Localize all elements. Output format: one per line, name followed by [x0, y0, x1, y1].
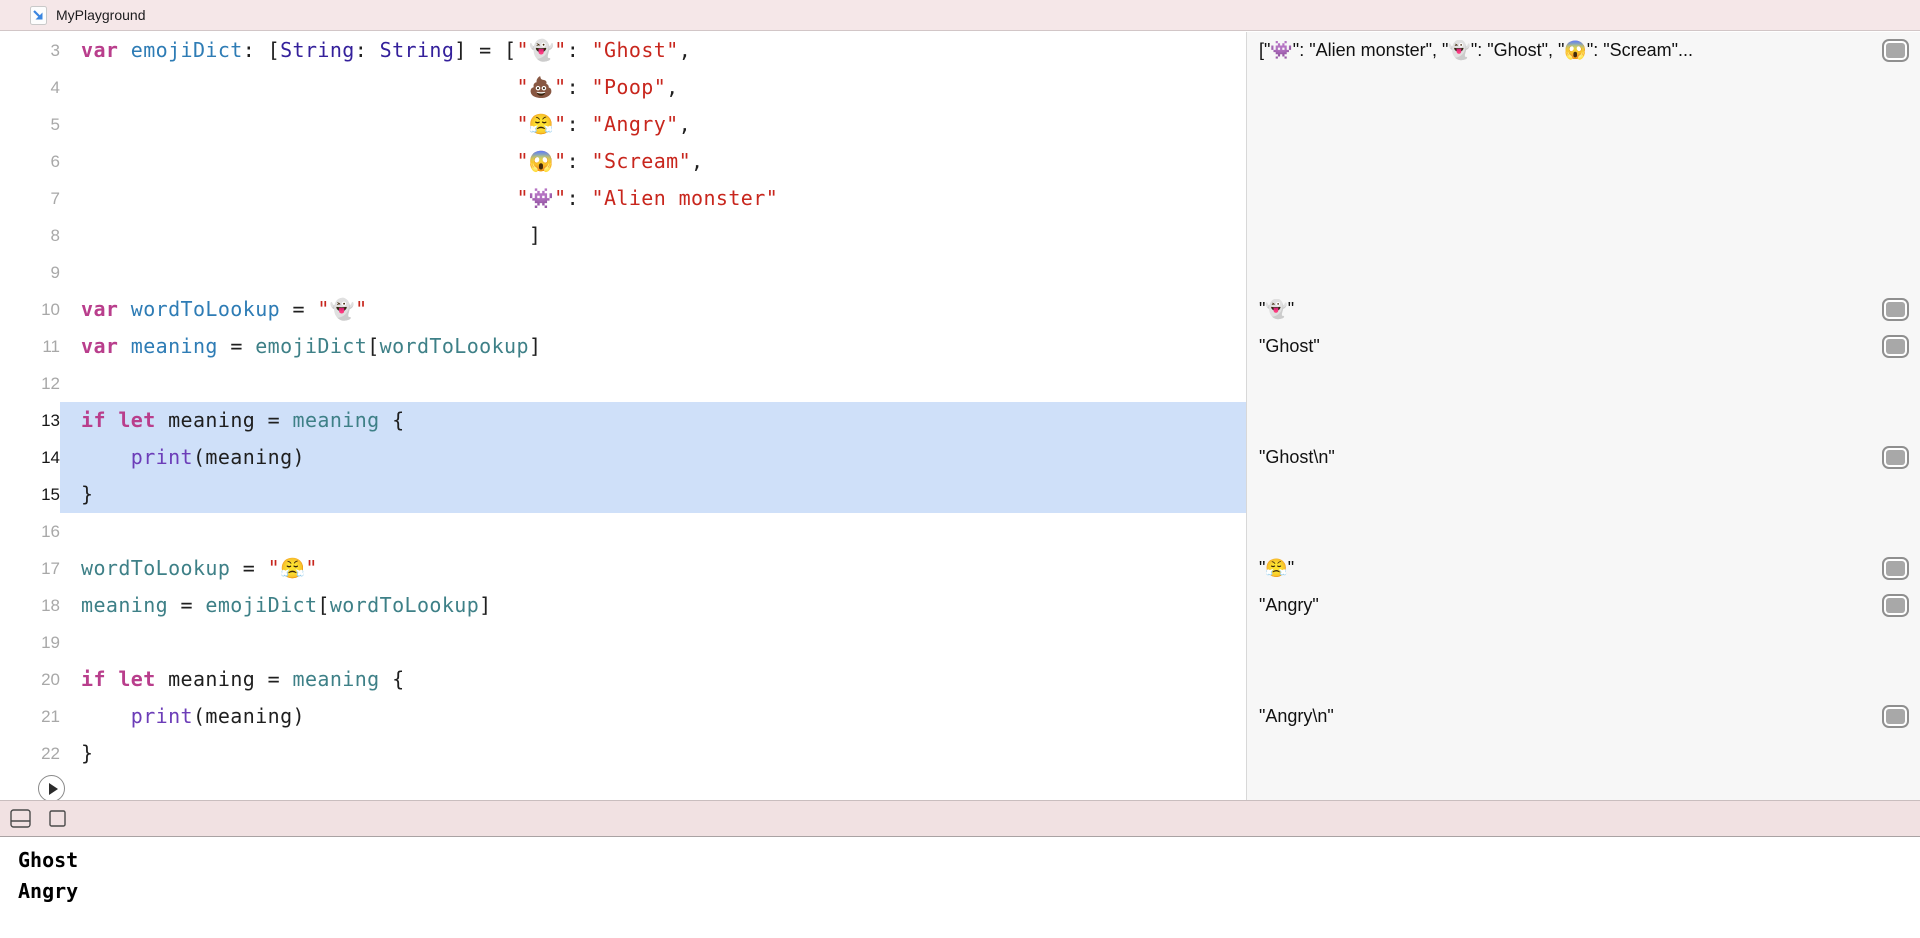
- line-number: 20: [41, 670, 60, 689]
- code-text: var meaning = emojiDict[wordToLookup]: [81, 334, 542, 358]
- code-text: "💩": "Poop",: [516, 75, 679, 99]
- workspace: 3 var emojiDict: [String: String] = ["👻":…: [0, 32, 1920, 800]
- code-text: ]: [81, 223, 542, 247]
- result-value: ["👾": "Alien monster", "👻": "Ghost", "😱"…: [1259, 40, 1694, 60]
- result-row-line-21: "Angry\n": [1247, 698, 1920, 735]
- code-line-19[interactable]: 19: [0, 624, 1246, 661]
- show-result-button[interactable]: [1882, 705, 1909, 728]
- code-text: var wordToLookup = "👻": [81, 297, 368, 321]
- result-value: "Ghost": [1259, 336, 1320, 356]
- playground-file-icon: [30, 5, 47, 25]
- code-line-4[interactable]: 4 "💩": "Poop",: [0, 69, 1246, 106]
- code-line-5[interactable]: 5 "😤": "Angry",: [0, 106, 1246, 143]
- result-row-line-11: "Ghost": [1247, 328, 1920, 365]
- line-number: 21: [41, 707, 60, 726]
- result-value: "👻": [1259, 299, 1295, 319]
- code-text: [60, 624, 1246, 661]
- code-text: meaning = emojiDict[wordToLookup]: [81, 593, 492, 617]
- line-number: 18: [41, 596, 60, 615]
- code-line-6[interactable]: 6 "😱": "Scream",: [0, 143, 1246, 180]
- console-pane-icon[interactable]: [49, 810, 66, 827]
- result-value: "Ghost\n": [1259, 447, 1335, 467]
- console-line: Angry: [18, 879, 79, 903]
- code-text: [60, 365, 1246, 402]
- line-number: 6: [50, 152, 60, 171]
- code-text: [60, 254, 1246, 291]
- code-line-10[interactable]: 10 var wordToLookup = "👻": [0, 291, 1246, 328]
- result-row-line-18: "Angry": [1247, 587, 1920, 624]
- toggle-debug-area-icon[interactable]: [10, 809, 31, 828]
- code-line-18[interactable]: 18 meaning = emojiDict[wordToLookup]: [0, 587, 1246, 624]
- line-number: 17: [41, 559, 60, 578]
- code-text: }: [81, 741, 94, 765]
- code-text: "😤": "Angry",: [516, 112, 692, 136]
- code-text: if let meaning = meaning {: [60, 402, 1246, 439]
- show-result-button[interactable]: [1882, 594, 1909, 617]
- playground-title: MyPlayground: [56, 7, 146, 23]
- show-result-button[interactable]: [1882, 39, 1909, 62]
- code-line-12[interactable]: 12: [0, 365, 1246, 402]
- code-line-11[interactable]: 11 var meaning = emojiDict[wordToLookup]: [0, 328, 1246, 365]
- line-number: 13: [41, 411, 60, 430]
- code-text: var emojiDict: [String: String] = ["👻": …: [81, 38, 692, 62]
- code-text: }: [60, 476, 1246, 513]
- jump-bar: MyPlayground: [0, 0, 1920, 31]
- line-number: 4: [50, 78, 60, 97]
- result-row-line-14: "Ghost\n": [1247, 439, 1920, 476]
- code-line-14[interactable]: 14 print(meaning): [0, 439, 1246, 476]
- code-text: if let meaning = meaning {: [81, 667, 405, 691]
- line-number: 7: [50, 189, 60, 208]
- show-result-button[interactable]: [1882, 557, 1909, 580]
- code-line-3[interactable]: 3 var emojiDict: [String: String] = ["👻":…: [0, 32, 1246, 69]
- code-line-15[interactable]: 15}: [0, 476, 1246, 513]
- show-result-button[interactable]: [1882, 298, 1909, 321]
- playground-results-sidebar: ["👾": "Alien monster", "👻": "Ghost", "😱"…: [1246, 32, 1920, 800]
- line-number: 5: [50, 115, 60, 134]
- code-line-9[interactable]: 9: [0, 254, 1246, 291]
- line-number: 9: [50, 263, 60, 282]
- show-result-button[interactable]: [1882, 446, 1909, 469]
- result-row-line-3: ["👾": "Alien monster", "👻": "Ghost", "😱"…: [1247, 32, 1920, 69]
- result-row-line-17: "😤": [1247, 550, 1920, 587]
- show-result-button[interactable]: [1882, 335, 1909, 358]
- code-text: "👾": "Alien monster": [516, 186, 779, 210]
- result-row-line-10: "👻": [1247, 291, 1920, 328]
- result-value: "😤": [1259, 558, 1295, 578]
- code-line-22[interactable]: 22}: [0, 735, 1246, 772]
- run-playground-button[interactable]: [38, 775, 65, 800]
- console-output: Ghost Angry: [0, 838, 1920, 938]
- line-number: 12: [41, 374, 60, 393]
- code-line-17[interactable]: 17 wordToLookup = "😤": [0, 550, 1246, 587]
- line-number: 3: [50, 41, 60, 60]
- code-line-8[interactable]: 8 ]: [0, 217, 1246, 254]
- result-value: "Angry": [1259, 595, 1319, 615]
- play-icon: [48, 782, 58, 795]
- code-text: print(meaning): [130, 704, 305, 728]
- code-line-21[interactable]: 21 print(meaning): [0, 698, 1246, 735]
- console-line: Ghost: [18, 848, 79, 872]
- line-number: 14: [41, 448, 60, 467]
- code-text: [60, 513, 1246, 550]
- line-number: 8: [50, 226, 60, 245]
- code-line-20[interactable]: 20 if let meaning = meaning {: [0, 661, 1246, 698]
- code-line-7[interactable]: 7 "👾": "Alien monster": [0, 180, 1246, 217]
- code-text: "😱": "Scream",: [516, 149, 704, 173]
- line-number: 10: [41, 300, 60, 319]
- line-number: 22: [41, 744, 60, 763]
- code-text: wordToLookup = "😤": [81, 556, 318, 580]
- line-number: 19: [41, 633, 60, 652]
- debug-area-toolbar: [0, 800, 1920, 837]
- line-number: 11: [42, 337, 60, 356]
- line-number: 15: [41, 485, 60, 504]
- result-value: "Angry\n": [1259, 706, 1334, 726]
- line-number: 16: [41, 522, 60, 541]
- code-editor[interactable]: 3 var emojiDict: [String: String] = ["👻":…: [0, 32, 1246, 800]
- code-line-16[interactable]: 16: [0, 513, 1246, 550]
- code-text: print(meaning): [60, 439, 1246, 476]
